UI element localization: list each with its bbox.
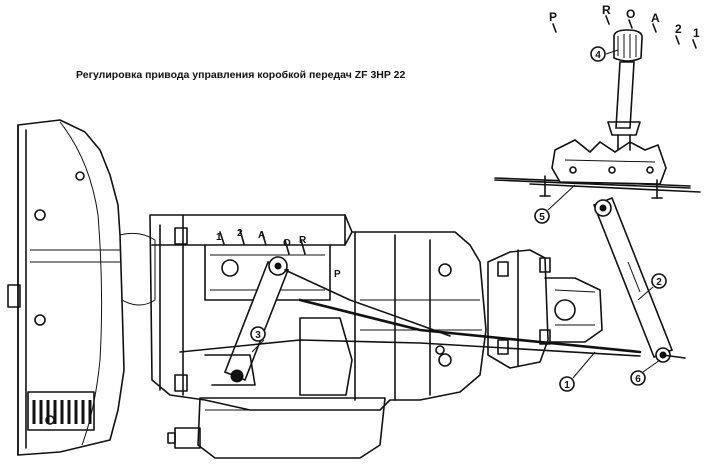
selector-label-r: R — [602, 3, 611, 17]
selector-position-scale: P R O A 2 1 — [549, 3, 700, 49]
callout-6: 6 — [630, 370, 646, 386]
selector-label-a: A — [651, 11, 660, 25]
gearbox-label-o: O — [283, 238, 291, 249]
callout-1: 1 — [559, 376, 575, 392]
selector-label-o: O — [626, 7, 635, 21]
gearbox-label-2: 2 — [237, 228, 243, 239]
output-flange — [487, 249, 603, 369]
gearbox-selector-scale: 1 2 A O R P — [216, 228, 341, 280]
callout-3-number: 3 — [255, 330, 261, 341]
callout-1-number: 1 — [564, 380, 570, 391]
shifter-assembly — [494, 29, 701, 199]
callout-4-number: 4 — [595, 50, 601, 61]
gearbox-selector-lever — [204, 256, 290, 386]
callout-2: 2 — [651, 273, 667, 289]
bell-housing — [7, 119, 156, 456]
gearbox-label-1: 1 — [216, 232, 222, 243]
callout-5-number: 5 — [539, 212, 545, 223]
selector-label-2: 2 — [675, 22, 682, 36]
shift-arm — [592, 196, 686, 363]
callout-2-number: 2 — [656, 277, 662, 288]
linkage-rods — [179, 269, 642, 357]
gearbox-label-a: A — [258, 230, 265, 241]
gearbox-body — [149, 214, 487, 459]
gearbox-label-p: P — [334, 269, 341, 280]
selector-label-p: P — [549, 10, 557, 24]
selector-label-1: 1 — [693, 26, 700, 40]
callout-leaders — [251, 49, 661, 379]
gearbox-label-r: R — [299, 235, 307, 246]
figure-caption: Регулировка привода управления коробкой … — [76, 69, 406, 81]
callout-5: 5 — [534, 208, 550, 224]
callouts: 1 2 3 4 5 6 — [250, 46, 667, 392]
callout-4: 4 — [590, 46, 606, 62]
callout-3: 3 — [250, 326, 266, 342]
callout-6-number: 6 — [635, 374, 641, 385]
